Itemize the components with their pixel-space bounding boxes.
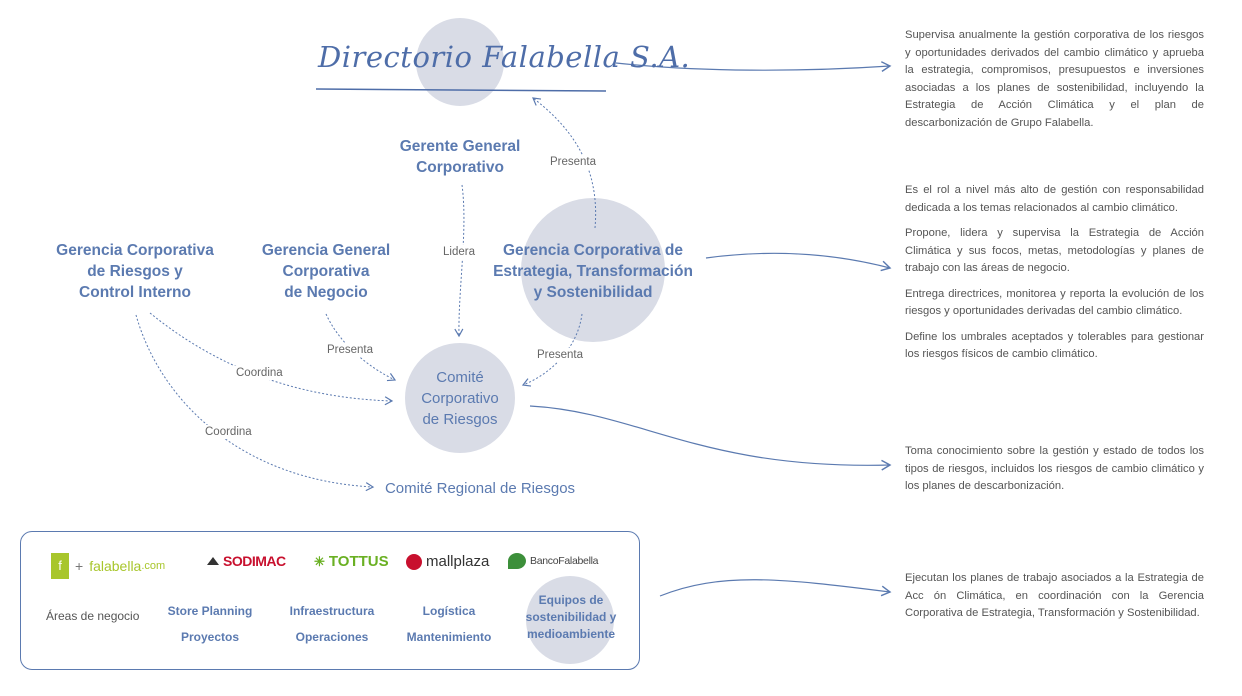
node-comite-regional: Comité Regional de Riesgos <box>384 480 576 497</box>
title-underline <box>315 88 607 92</box>
arrow-directorio-desc <box>615 61 892 72</box>
falabella-logo: f + falabella.com <box>51 553 165 579</box>
tottus-star-icon: ✳ <box>314 553 325 569</box>
tottus-logo: ✳ TOTTUS <box>314 553 389 570</box>
directorio-title: Directorio Falabella S.A. <box>318 40 691 74</box>
arrow-presenta-directorio <box>532 97 597 229</box>
arrow-coordina-comite <box>149 312 394 406</box>
label-presenta-directorio: Presenta <box>548 155 599 169</box>
areas-label: Áreas de negocio <box>46 609 140 623</box>
estrategia-circle <box>521 198 665 342</box>
banco-falabella-logo: BancoFalabella <box>508 553 598 569</box>
arrow-presenta-negocio <box>325 313 397 382</box>
directorio-circle <box>416 18 504 106</box>
business-areas-box <box>20 531 640 670</box>
desc-directorio: Supervisa anualmente la gestión corporat… <box>905 29 1204 129</box>
sodimac-house-icon <box>207 557 219 565</box>
mallplaza-icon <box>406 553 422 570</box>
label-presenta-estrategia: Presenta <box>535 348 586 362</box>
banco-leaf-icon <box>508 553 526 569</box>
label-presenta-negocio: Presenta <box>325 343 376 357</box>
mallplaza-logo: mallplaza <box>406 553 489 570</box>
desc-estrategia: Es el rol a nivel más alto de gestión co… <box>905 184 1204 360</box>
arrow-comite-desc <box>529 405 892 471</box>
arrow-coordina-regional <box>135 314 375 492</box>
equipos-circle <box>526 576 614 664</box>
arrow-estrategia-desc <box>705 252 892 272</box>
falabella-f-icon: f <box>51 553 69 579</box>
arrow-lidera <box>454 184 465 338</box>
arrow-presenta-estrategia <box>521 313 583 387</box>
sodimac-logo: SODIMAC <box>207 553 286 569</box>
desc-areas: Ejecutan los planes de trabajo asociados… <box>905 572 1204 619</box>
label-lidera: Lidera <box>441 245 477 259</box>
desc-comite: Toma conocimiento sobre la gestión y est… <box>905 445 1204 492</box>
label-coordina-comite: Coordina <box>234 366 285 380</box>
arrow-areas-desc <box>659 579 892 597</box>
label-coordina-regional: Coordina <box>203 425 254 439</box>
comite-circle <box>405 343 515 453</box>
